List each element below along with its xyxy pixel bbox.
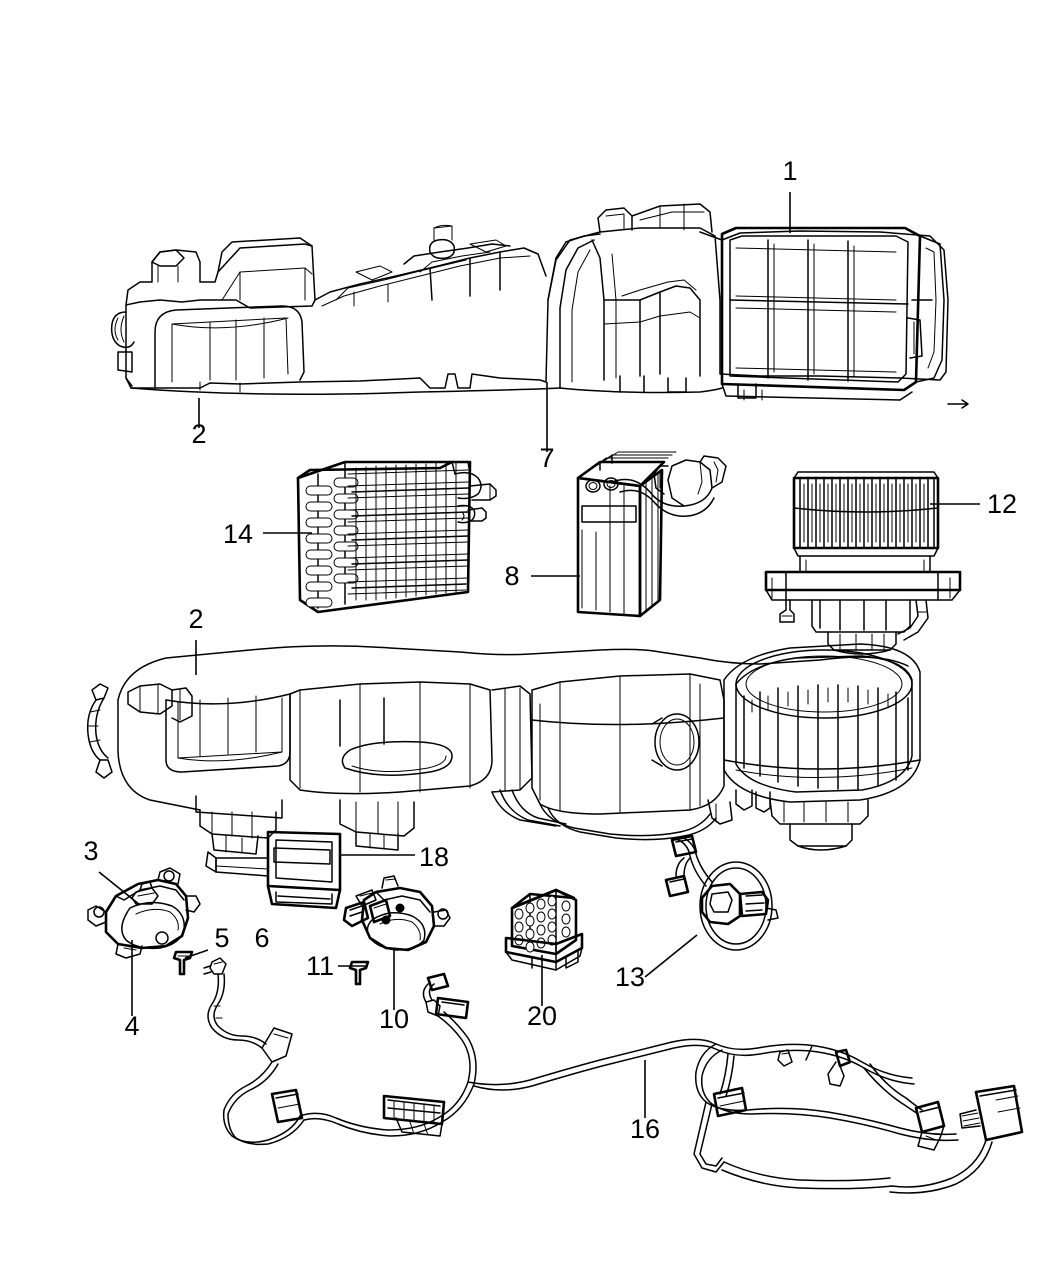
upper-housing-assembly bbox=[110, 203, 969, 409]
callout-12-blower-motor-wheel: 12 bbox=[930, 489, 1017, 519]
wiring-harness-part bbox=[222, 972, 1024, 1194]
callout-number-13: 13 bbox=[615, 962, 645, 992]
callout-number-6: 6 bbox=[254, 923, 269, 953]
callout-8-evaporator-core: 8 bbox=[504, 561, 580, 591]
lower-housing-assembly bbox=[86, 643, 921, 910]
callout-number-14: 14 bbox=[223, 519, 253, 549]
callout-20-blower-motor-resistor: 20 bbox=[527, 955, 557, 1031]
callout-number-20: 20 bbox=[527, 1001, 557, 1031]
callout-3-mode-door-actuator-bracket: 3 bbox=[83, 836, 141, 906]
callout-18-defroster-duct: 18 bbox=[340, 842, 449, 872]
callout-leader-line bbox=[644, 934, 698, 978]
callout-number-8: 8 bbox=[504, 561, 519, 591]
callout-4-mode-door-actuator: 4 bbox=[124, 940, 140, 1041]
blower-resistor-part bbox=[504, 888, 584, 971]
callout-7-housing-seal-divider: 7 bbox=[539, 382, 555, 473]
callout-number-16: 16 bbox=[630, 1114, 660, 1144]
callout-2-lower-housing: 2 bbox=[188, 604, 204, 675]
evaporator-core-part bbox=[576, 451, 727, 618]
callout-14-heater-core: 14 bbox=[223, 519, 312, 549]
callout-1-blower-housing-upper-right: 1 bbox=[782, 156, 798, 233]
callout-11-blend-door-actuator-screw: 11 bbox=[306, 951, 368, 981]
callout-2-upper-housing-left: 2 bbox=[191, 398, 207, 449]
blend-door-actuator-part bbox=[342, 875, 451, 952]
callout-number-10: 10 bbox=[379, 1004, 409, 1034]
callout-number-7: 7 bbox=[539, 443, 554, 473]
callout-number-3: 3 bbox=[83, 836, 98, 866]
callout-16-wiring-harness: 16 bbox=[630, 1060, 660, 1144]
heater-core-part bbox=[296, 460, 497, 614]
callout-13-recirculation-door-actuator: 13 bbox=[615, 934, 698, 992]
actuator-screw-part bbox=[172, 950, 194, 976]
callout-number-4: 4 bbox=[124, 1011, 139, 1041]
callout-5-actuator-screw: 5 bbox=[184, 923, 230, 959]
callout-number-18: 18 bbox=[419, 842, 449, 872]
callout-6-in-car-temperature-sensor-wire: 6 bbox=[254, 923, 269, 953]
callout-number-12: 12 bbox=[987, 489, 1017, 519]
callout-number-2: 2 bbox=[188, 604, 203, 634]
mode-door-actuator-part bbox=[87, 867, 201, 959]
callout-leader-line bbox=[184, 949, 209, 959]
callout-leader-line bbox=[98, 871, 141, 906]
callout-number-11: 11 bbox=[306, 951, 334, 981]
callout-number-5: 5 bbox=[214, 923, 229, 953]
blower-motor-part bbox=[764, 471, 962, 655]
callout-10-blend-door-actuator: 10 bbox=[379, 950, 409, 1034]
sensor-wire-part bbox=[203, 957, 293, 1115]
recirc-actuator-part bbox=[664, 834, 779, 951]
callout-number-2: 2 bbox=[191, 419, 206, 449]
callout-number-1: 1 bbox=[782, 156, 797, 186]
